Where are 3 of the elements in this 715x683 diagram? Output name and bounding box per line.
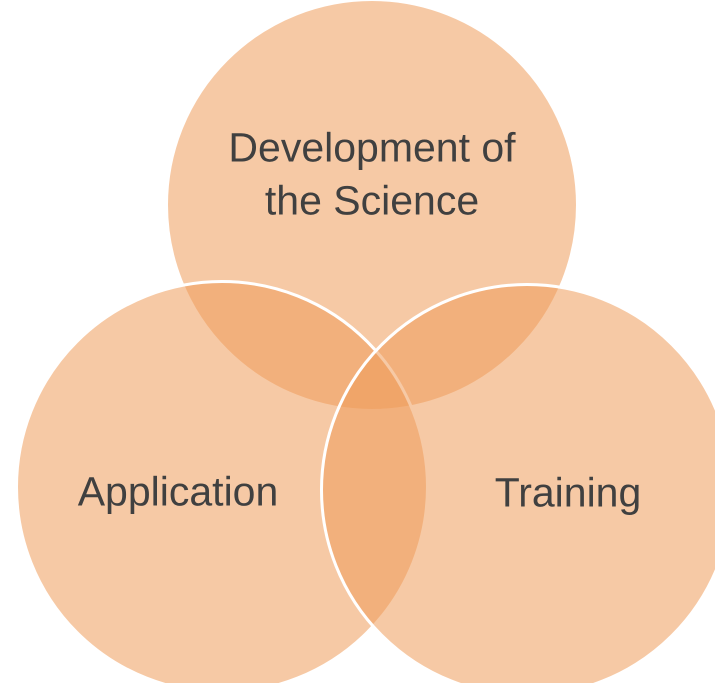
circle-label: Application [76,467,280,516]
circle-label: Development of the Science [227,124,517,226]
circle-label: Training [494,468,642,518]
